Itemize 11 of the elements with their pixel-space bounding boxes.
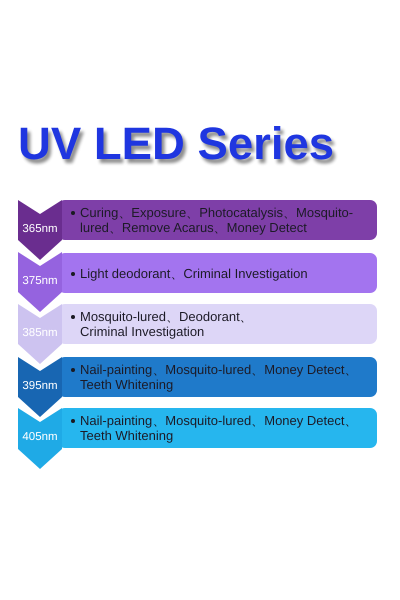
bullet-text: Curing、Exposure、Photocatalysis、Mosquito-lured、Remove Acarus、Money Detect bbox=[80, 205, 354, 235]
wavelength-label: 365nm bbox=[21, 222, 59, 236]
wavelength-label: 385nm bbox=[21, 326, 59, 340]
wavelength-label: 375nm bbox=[21, 274, 59, 288]
bullet-text: Nail-painting、Mosquito-lured、Money Detect、Teeth Whitening bbox=[80, 362, 358, 392]
bullet-text: Mosquito-lured、Deodorant、Criminal Investigation bbox=[80, 309, 254, 339]
bullet-text: Light deodorant、Criminal Investigation bbox=[80, 266, 309, 280]
wavelength-label: 395nm bbox=[21, 379, 59, 393]
bullet-text: Nail-painting、Mosquito-lured、Money Detect、Teeth Whitening bbox=[80, 413, 358, 443]
wavelength-label: 405nm bbox=[21, 430, 59, 444]
title: UV LED Series bbox=[18, 121, 334, 167]
